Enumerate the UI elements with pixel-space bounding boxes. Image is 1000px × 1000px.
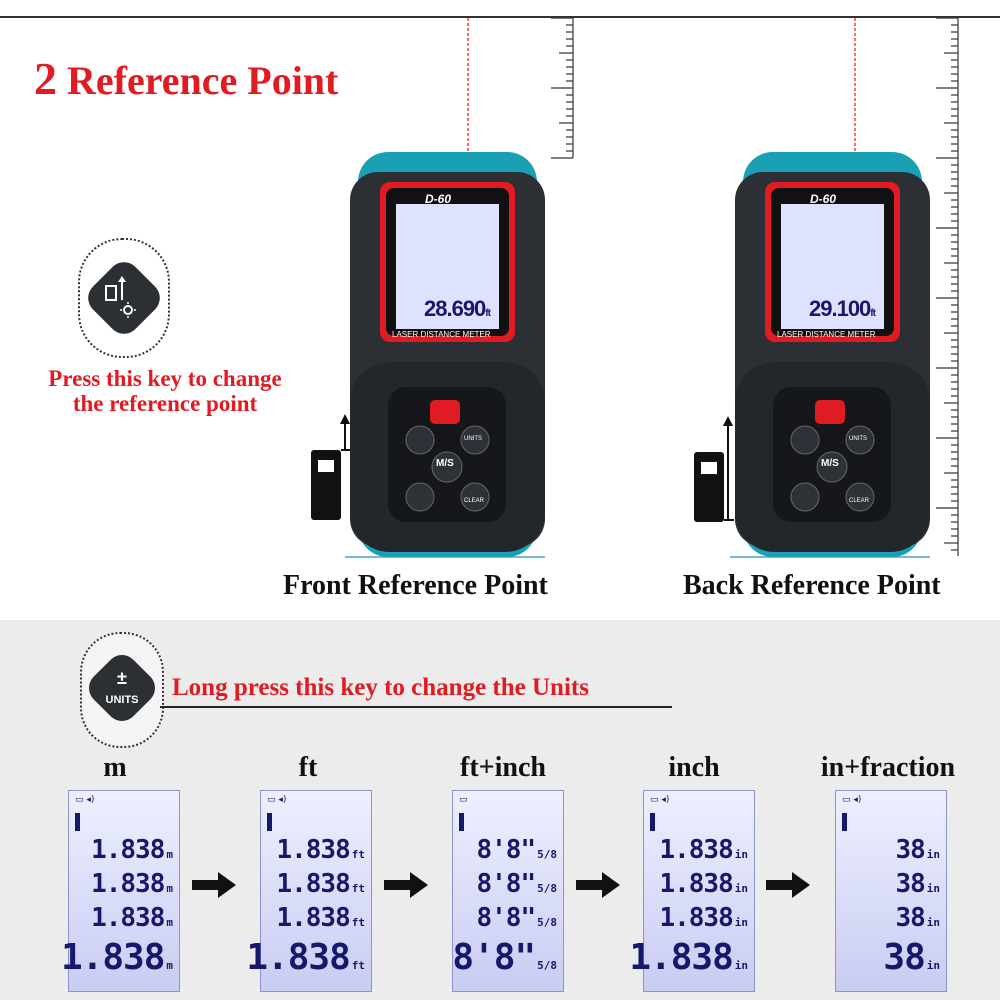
ms-key-label: M/S [436,458,454,469]
lcd-row: 8'8"5/8 [476,869,558,899]
reference-instruction-line2: the reference point [72,391,258,416]
title-text: Reference Point [67,58,339,103]
reference-instruction: Press this key to change the reference p… [0,366,330,416]
ms-key-label: M/S [821,458,839,469]
back-reference-diagram-icon [694,416,734,522]
front-caption: Front Reference Point [283,570,548,601]
reading-value: 28.690 [424,296,486,321]
reference-instruction-line1: Press this key to change [48,366,282,391]
lcd-bar-icon [650,813,655,831]
lcd-status-icon: ▭ ◂) [650,795,670,805]
clear-key-label: CLEAR [464,498,485,504]
units-key-label: UNITS [849,436,867,442]
lcd-bar-icon [842,813,847,831]
lcd-row: 8'8"5/8 [476,835,558,865]
laser-meter-front [350,152,545,557]
back-caption: Back Reference Point [683,570,941,601]
unit-label-ft: ft [298,752,318,783]
reference-key-callout [78,238,170,358]
unit-label-in-fraction: in+fraction [820,752,956,783]
lcd-bar-icon [75,813,80,831]
units-key-label: UNITS [464,436,482,442]
device-label: LASER DISTANCE METER [777,330,876,339]
arrow-right-icon [384,872,428,898]
lcd-row: 8'8"5/8 [476,903,558,933]
reading-unit: ft [870,308,876,319]
unit-label-m: m [103,752,127,783]
device-reading: 28.690ft [424,296,491,322]
device-label: LASER DISTANCE METER [392,330,491,339]
lcd-status-icon: ▭ ◂) [75,795,95,805]
lcd-status-icon: ▭ ◂) [267,795,287,805]
device-back: D-60 29.100ft LASER DISTANCE METER M/S U… [735,152,930,562]
lcd-status-icon: ▭ [459,795,468,805]
units-underline [160,706,672,708]
ruler-scales [0,16,1000,558]
reading-value: 29.100 [809,296,871,321]
arrow-right-icon [192,872,236,898]
device-brand: D-60 [425,192,452,206]
device-front: D-60 28.690ft LASER DISTANCE METER M/S U… [350,152,545,562]
lcd-panel-ft-inch: ▭ 8'8"5/8 8'8"5/8 8'8"5/8 8'8"5/8 [452,790,564,992]
units-key-symbol: ± [117,668,127,688]
laser-meter-back [735,152,930,557]
device-brand: D-60 [810,192,837,206]
units-key-text: UNITS [105,694,139,706]
device-reading: 29.100ft [809,296,876,322]
unit-label-ft-inch: ft+inch [460,752,546,783]
lcd-bar-icon [459,813,464,831]
clear-key-label: CLEAR [849,498,870,504]
lcd-status-icon: ▭ ◂) [842,795,862,805]
reference-glyph-icon [105,276,136,318]
arrow-right-icon [766,872,810,898]
lcd-bar-icon [267,813,272,831]
unit-label-inch: inch [668,752,720,783]
title-number: 2 [34,53,57,104]
lcd-main: 8'8"5/8 [452,937,557,978]
reading-unit: ft [485,308,491,319]
arrow-right-icon [576,872,620,898]
units-instruction: Long press this key to change the Units [172,674,589,701]
units-key-callout: ± UNITS [80,632,164,748]
front-reference-diagram-icon [311,414,351,520]
